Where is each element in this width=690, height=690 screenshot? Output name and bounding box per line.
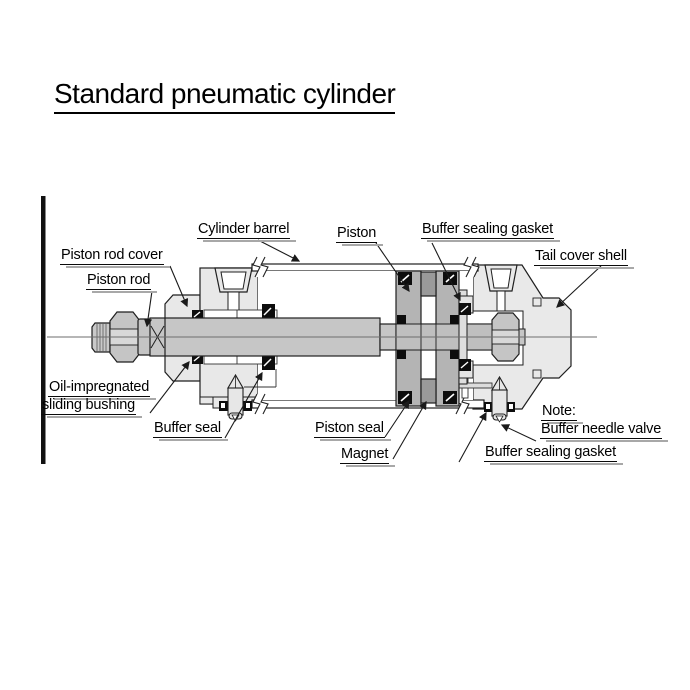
label-buffer-sealing-gasket-bottom: Buffer sealing gasket [484, 444, 623, 465]
buffer-seals-on-cover [262, 304, 275, 370]
left-border-bar [41, 196, 46, 464]
buffer-sealing-gaskets [458, 295, 474, 379]
piston-assembly [395, 270, 493, 407]
page-title: Standard pneumatic cylinder [54, 78, 396, 114]
magnet-bottom [420, 378, 437, 404]
label-piston-seal: Piston seal [314, 420, 391, 441]
label-buffer-sealing-gasket-top: Buffer sealing gasket [421, 221, 560, 242]
label-piston-rod: Piston rod [86, 272, 158, 293]
leader-buffer-sealing-gasket-top [431, 242, 461, 302]
label-tail-cover-shell: Tail cover shell [534, 248, 634, 269]
leader-piston-seal [384, 399, 410, 438]
label-buffer-needle-valve: Buffer needle valve [540, 421, 669, 442]
head-buffer-valve [219, 373, 252, 422]
sliding-bushing-bores [203, 309, 278, 388]
label-oil-impregnated-line1: Oil-impregnated [48, 379, 157, 400]
label-piston-rod-cover: Piston rod cover [60, 247, 170, 268]
label-magnet: Magnet [340, 446, 396, 467]
label-oil-impregnated-line2: sliding bushing [41, 397, 142, 418]
label-cylinder-barrel: Cylinder barrel [197, 221, 297, 242]
piston-rod-seals [397, 315, 459, 359]
leader-cylinder-barrel [257, 239, 301, 262]
label-note-heading: Note: [541, 403, 583, 424]
leader-buffer-seal [224, 371, 263, 439]
leader-piston [375, 242, 410, 293]
label-buffer-seal: Buffer seal [153, 420, 228, 441]
leader-buffer-needle-valve [500, 424, 537, 442]
leader-piston-rod-cover [169, 265, 189, 308]
leader-tail-cover-shell [556, 265, 602, 308]
leader-lines [143, 239, 602, 463]
buffer-needle-valve-part [484, 375, 515, 423]
leader-sliding-bushing [149, 361, 190, 414]
label-piston: Piston [336, 225, 384, 246]
leader-buffer-sealing-gasket-bottom [458, 411, 487, 463]
magnet-top [420, 271, 437, 297]
rod-wiper-seals [192, 310, 203, 364]
leader-magnet [392, 400, 427, 460]
leader-piston-rod [143, 290, 153, 328]
